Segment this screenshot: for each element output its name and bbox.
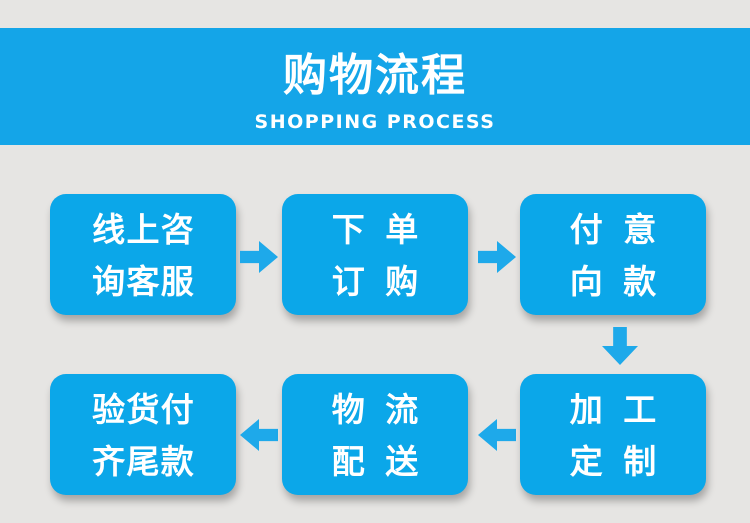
step-label-line: 下单 — [331, 210, 439, 249]
process-step-place-order: 下单 订购 — [282, 194, 468, 315]
arrow-left-icon — [478, 419, 516, 451]
step-label-line: 齐尾款 — [92, 442, 196, 481]
page-subtitle: SHOPPING PROCESS — [254, 111, 496, 133]
step-label-line: 向款 — [569, 262, 677, 301]
page-title: 购物流程 — [283, 50, 467, 101]
arrow-right-icon — [240, 241, 278, 273]
step-label-line: 加工 — [569, 390, 677, 429]
step-label-line: 线上咨 — [92, 210, 196, 249]
step-label-line: 付意 — [569, 210, 677, 249]
process-step-logistics-delivery: 物流 配送 — [282, 374, 468, 495]
step-label-line: 订购 — [331, 262, 439, 301]
step-label-line: 配送 — [331, 442, 439, 481]
arrow-right-icon — [478, 241, 516, 273]
step-label-line: 验货付 — [92, 390, 196, 429]
step-label-line: 物流 — [331, 390, 439, 429]
process-step-inspect-pay-balance: 验货付 齐尾款 — [50, 374, 236, 495]
process-step-pay-deposit: 付意 向款 — [520, 194, 706, 315]
process-step-online-consult: 线上咨 询客服 — [50, 194, 236, 315]
arrow-down-icon — [602, 327, 638, 365]
step-label-line: 定制 — [569, 442, 677, 481]
process-step-custom-processing: 加工 定制 — [520, 374, 706, 495]
header-banner: 购物流程 SHOPPING PROCESS — [0, 28, 750, 145]
arrow-left-icon — [240, 419, 278, 451]
step-label-line: 询客服 — [92, 262, 196, 301]
